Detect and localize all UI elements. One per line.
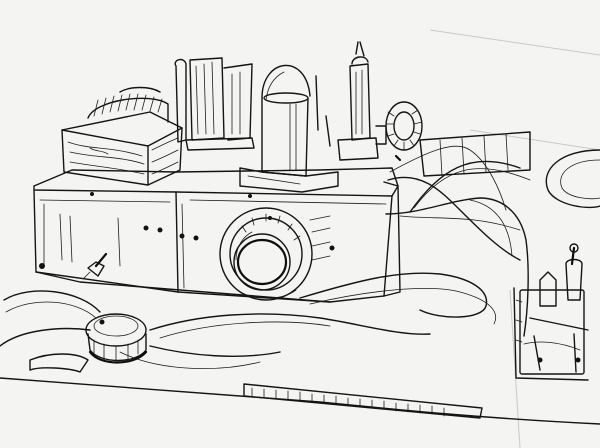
toggle-switch bbox=[84, 254, 106, 278]
telegraph-key bbox=[514, 244, 588, 380]
wooden-box bbox=[62, 88, 182, 186]
grid-panel bbox=[420, 132, 530, 176]
wires bbox=[0, 146, 530, 368]
round-plate bbox=[546, 150, 600, 207]
scale-bar bbox=[244, 384, 482, 418]
headphone bbox=[30, 314, 146, 372]
vacuum-tubes bbox=[175, 42, 378, 192]
coil-wheel bbox=[376, 102, 422, 160]
radio-chassis bbox=[34, 168, 400, 302]
table-edge bbox=[0, 378, 600, 424]
background-lines bbox=[430, 30, 600, 448]
tuning-dial bbox=[220, 208, 312, 300]
